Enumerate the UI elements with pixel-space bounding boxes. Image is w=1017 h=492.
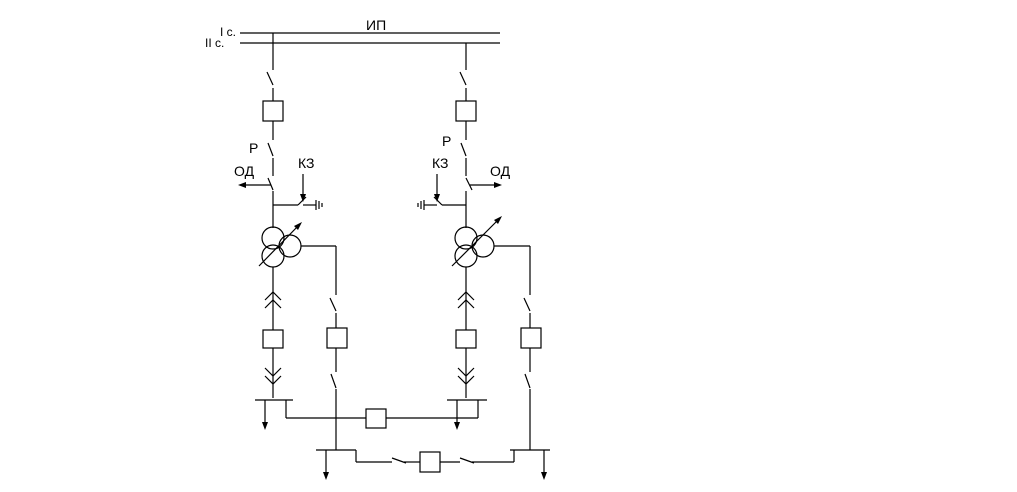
busbar-2-label: II с. — [205, 36, 224, 50]
right-feeder: Р ОД КЗ — [417, 43, 542, 450]
left-transformer — [258, 222, 302, 268]
left-disconnector-lv2-bottom — [330, 373, 337, 389]
right-circuit-breaker-lv1 — [455, 329, 477, 349]
bus-a-section-breaker — [365, 408, 387, 429]
left-disconnector-top — [266, 71, 274, 86]
bus-b-section-disconnector-left — [391, 457, 407, 464]
left-short-circuiter-kz — [297, 196, 307, 206]
right-kz-drive-arrow — [434, 194, 440, 202]
right-separator-od — [465, 177, 473, 191]
source-busbars: I с. II с. ИП — [205, 17, 500, 50]
bus-b-section-breaker — [419, 451, 441, 473]
source-label: ИП — [366, 17, 386, 33]
right-disconnector-lv2-top — [523, 297, 531, 312]
left-separator-drive-arrow — [238, 182, 246, 188]
left-disconnector-label: Р — [249, 140, 258, 156]
bus-b-section-disconnector-right — [459, 457, 475, 464]
left-separator-od — [267, 177, 274, 191]
bus-a-left-outgoing-arrow — [262, 422, 268, 430]
right-separator-label: ОД — [490, 163, 511, 179]
left-plug-connector-top — [264, 291, 282, 301]
right-short-circuiter-kz — [433, 196, 443, 206]
left-feeder: Р ОД КЗ — [234, 33, 348, 450]
left-disconnector-lv2-top — [329, 297, 337, 312]
bus-a-right-outgoing-arrow — [454, 422, 460, 430]
busbar-1-label: I с. — [220, 25, 236, 39]
right-short-circuiter-label: КЗ — [432, 155, 448, 171]
right-disconnector-lv2-bottom — [524, 373, 531, 389]
right-transformer — [451, 216, 502, 268]
left-disconnector-r — [267, 142, 274, 157]
right-plug-connector-top — [457, 291, 475, 301]
right-disconnector-top — [459, 71, 467, 86]
left-separator-label: ОД — [234, 163, 255, 179]
left-plug-connector-bottom — [264, 367, 282, 377]
right-disconnector-label: Р — [442, 133, 451, 149]
bus-b-right-outgoing-arrow — [541, 472, 547, 480]
right-circuit-breaker-lv2 — [520, 327, 542, 349]
left-circuit-breaker-lv1 — [262, 329, 284, 349]
left-circuit-breaker-lv2 — [326, 327, 348, 349]
left-short-circuiter-label: КЗ — [298, 155, 314, 171]
right-separator-drive-arrow — [494, 182, 502, 188]
bus-b-left-outgoing-arrow — [323, 472, 329, 480]
right-disconnector-r — [460, 142, 467, 157]
lower-buses — [255, 399, 550, 480]
right-circuit-breaker-hv — [455, 100, 477, 122]
left-kz-drive-arrow — [300, 194, 306, 202]
right-plug-connector-bottom — [457, 367, 475, 377]
left-circuit-breaker-hv — [262, 100, 284, 122]
